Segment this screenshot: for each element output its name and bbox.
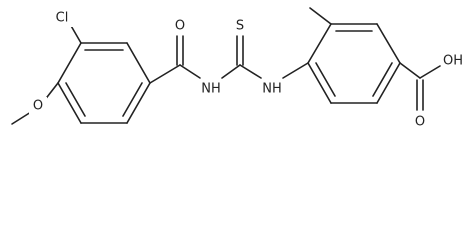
bond-ring-to-carboxyl-c (399, 62, 421, 79)
bond (126, 82, 151, 124)
carbonyl-oxygen-label: O (175, 19, 185, 34)
double-bond-inner (315, 62, 336, 97)
thiocarbonyl-sulfur-label: S (236, 19, 244, 34)
bond (376, 23, 401, 64)
left-ring (57, 42, 151, 124)
amide-nh-label: NH (201, 82, 221, 97)
bond (307, 23, 332, 64)
bond (126, 42, 151, 84)
bond-ring-to-carbonyl-c (149, 64, 181, 84)
bond-carboxyl-c-to-oh (419, 65, 441, 79)
carboxyl-oh-label: OH (443, 54, 463, 69)
right-ring (307, 23, 401, 104)
double-bond-inner (122, 82, 143, 117)
bond-carbonyl-c-to-nh (179, 64, 201, 79)
double-bond-inner (65, 82, 86, 117)
bond-nh-to-thio-c (221, 64, 241, 79)
thiourea-nh-label: NH (262, 82, 282, 97)
bond (57, 82, 82, 124)
bond (307, 62, 332, 104)
methoxy-oxygen-label: O (33, 99, 43, 114)
bond (376, 62, 401, 104)
bond-ring-to-cl (69, 23, 82, 44)
chlorine-label: Cl (56, 11, 69, 26)
carboxyl-oxygen-label: O (415, 115, 425, 130)
bond-nh-to-right-ring (282, 62, 309, 79)
bond-ring-to-methyl (309, 7, 332, 25)
double-bond-inner (372, 62, 393, 97)
bond-methoxy-o-to-ch3 (11, 111, 32, 125)
structure-diagram: O S NH NH Cl O OH O (11, 7, 464, 130)
bond-thio-c-to-nh (239, 64, 262, 79)
bond (57, 42, 82, 84)
